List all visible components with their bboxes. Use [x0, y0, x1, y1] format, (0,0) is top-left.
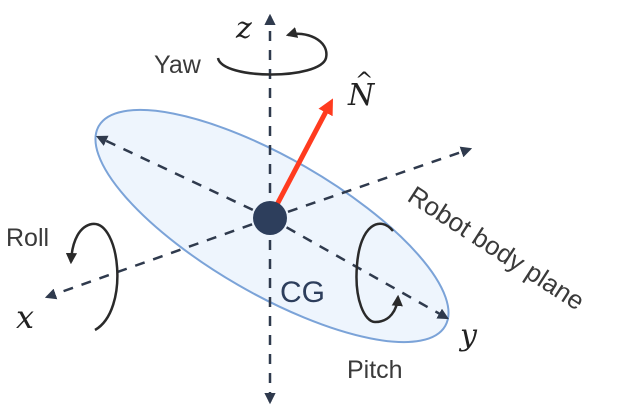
pitch-rotation-arrow [355, 222, 403, 324]
x-axis [44, 216, 271, 300]
normal-hat-accent: ^ [355, 69, 373, 94]
plane-major-axis-upper-left [95, 135, 271, 220]
y-axis [269, 216, 449, 320]
yaw-label: Yaw [154, 51, 202, 79]
yaw-rotation-arrow [216, 27, 328, 76]
pitch-label: Pitch [347, 356, 403, 384]
roll-label: Roll [6, 224, 49, 252]
center-of-gravity-label: CG [280, 276, 325, 309]
normal-vector-label: N [347, 78, 376, 113]
roll-rotation-arrow [65, 222, 119, 332]
center-of-gravity-dot [253, 201, 287, 235]
y-axis-label: y [458, 318, 478, 353]
x-axis-positive-extension [269, 146, 473, 220]
z-axis-label: z [235, 11, 252, 46]
x-axis-label: x [16, 298, 34, 336]
normal-vector-arrow [269, 98, 333, 216]
